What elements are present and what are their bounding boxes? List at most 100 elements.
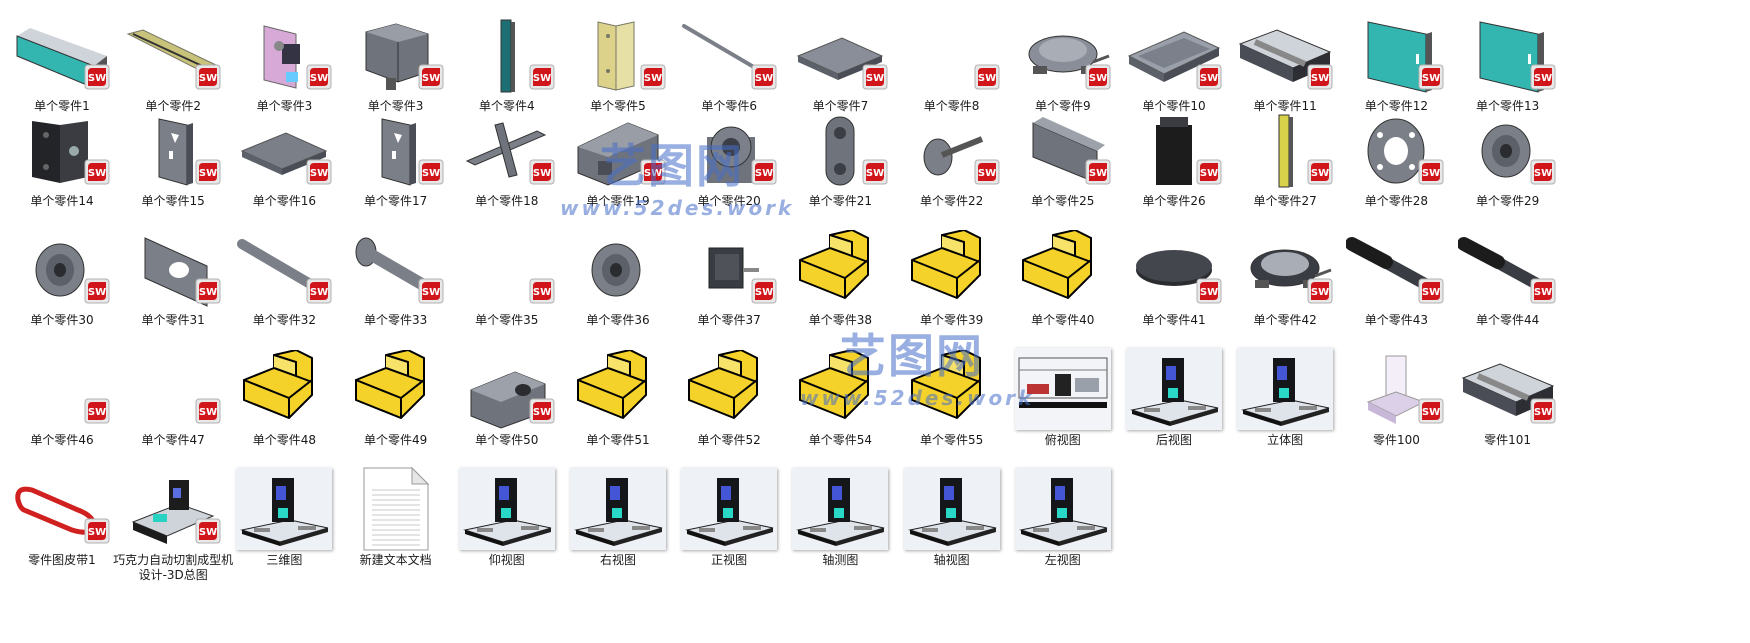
file-item[interactable]: 三维图	[222, 460, 346, 588]
file-item[interactable]: 轴测图	[778, 460, 902, 588]
cross-part-icon	[457, 111, 557, 191]
file-name: 单个零件38	[808, 313, 873, 327]
file-name: 单个零件18	[475, 194, 539, 208]
yellow-l-block-icon	[790, 230, 890, 310]
solidworks-icon: SW	[418, 278, 444, 304]
svg-text:SW: SW	[755, 168, 773, 179]
file-item[interactable]: SW 单个零件43	[1334, 220, 1458, 348]
file-name: 单个零件3	[256, 99, 313, 113]
file-name: 单个零件1	[34, 99, 90, 113]
file-name: 右视图	[599, 553, 636, 567]
file-item[interactable]: 单个零件40	[1001, 220, 1125, 348]
file-item[interactable]: 左视图	[1001, 460, 1125, 588]
svg-text:SW: SW	[1533, 407, 1551, 418]
file-name: 后视图	[1155, 433, 1192, 447]
file-item[interactable]: 后视图	[1112, 340, 1236, 468]
solidworks-icon: SW	[418, 64, 444, 90]
solidworks-icon: SW	[84, 64, 110, 90]
svg-text:SW: SW	[310, 168, 328, 179]
svg-text:SW: SW	[1422, 287, 1440, 298]
solidworks-icon: SW	[1418, 64, 1444, 90]
image-thumbnail	[681, 468, 778, 550]
svg-text:SW: SW	[88, 287, 106, 298]
file-item[interactable]: 单个零件36	[556, 220, 680, 348]
assembly-icon	[123, 470, 223, 550]
file-item[interactable]: 右视图	[556, 460, 680, 588]
solidworks-icon: SW	[1530, 159, 1556, 185]
file-item[interactable]: SW 单个零件1	[0, 6, 124, 134]
file-item[interactable]: 单个零件48	[222, 340, 346, 468]
file-item[interactable]: 俯视图	[1001, 340, 1125, 468]
plate-hole-part-icon	[123, 230, 223, 310]
file-item[interactable]: 新建文本文档	[334, 460, 458, 588]
image-thumbnail	[570, 468, 666, 550]
svg-text:SW: SW	[977, 73, 995, 84]
file-name: 单个零件43	[1364, 313, 1429, 327]
file-item[interactable]: 单个零件38	[778, 220, 902, 348]
file-item[interactable]: 单个零件49	[334, 340, 458, 468]
file-item[interactable]: 单个零件52	[667, 340, 791, 468]
svg-text:SW: SW	[1200, 287, 1218, 298]
file-item[interactable]: 单个零件54	[778, 340, 902, 468]
stepper-motor-part-icon	[679, 230, 779, 310]
file-item[interactable]: 仰视图	[445, 460, 569, 588]
file-item[interactable]: 正视图	[667, 460, 791, 588]
file-item[interactable]: 单个零件51	[556, 340, 680, 468]
yellow-l-block-icon	[568, 350, 668, 430]
file-item[interactable]: 立体图	[1223, 340, 1347, 468]
solidworks-icon: SW	[195, 518, 221, 544]
file-item[interactable]: 轴视图	[890, 460, 1014, 588]
solidworks-icon: SW	[1307, 159, 1333, 185]
file-item[interactable]: 单个零件39	[890, 220, 1014, 348]
svg-text:SW: SW	[533, 73, 551, 84]
solidworks-icon: SW	[862, 159, 888, 185]
file-item[interactable]: 单个零件55	[890, 340, 1014, 468]
post-part-icon	[1235, 111, 1335, 191]
svg-text:SW: SW	[199, 527, 217, 538]
svg-text:SW: SW	[1422, 407, 1440, 418]
